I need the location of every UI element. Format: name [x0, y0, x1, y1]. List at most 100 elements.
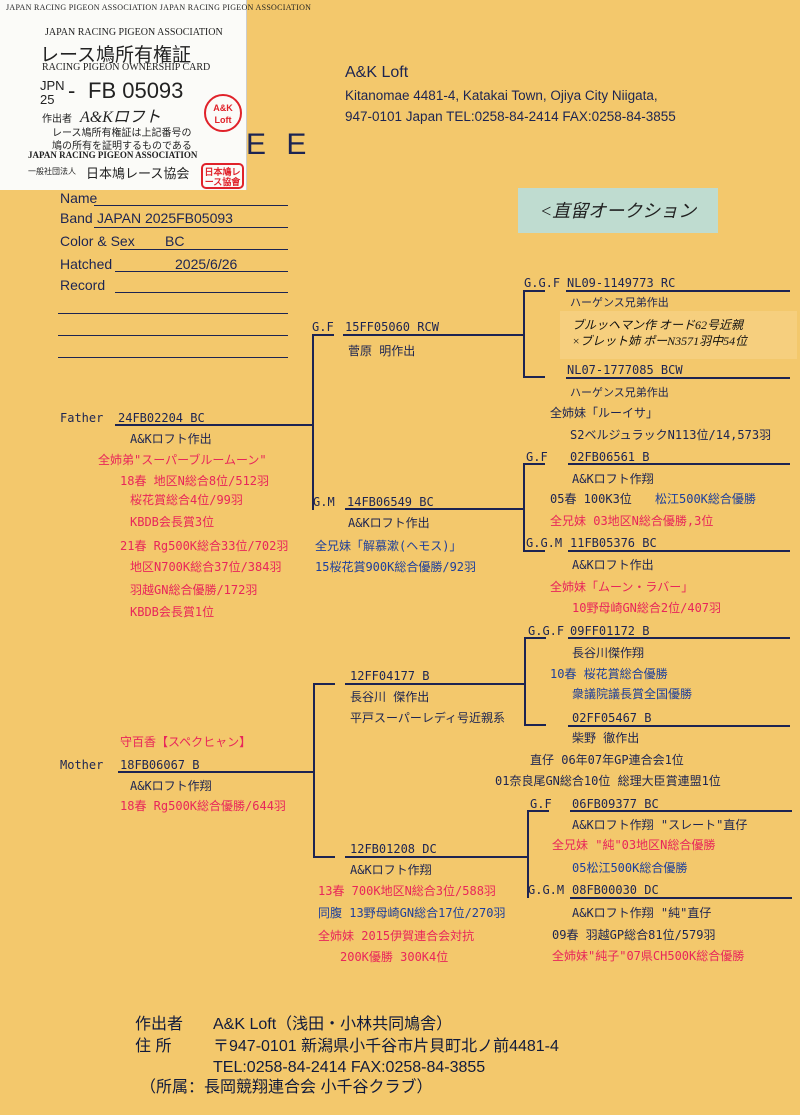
card-dash: -: [68, 78, 76, 103]
footer-phone: TEL:0258-84-2414 FAX:0258-84-3855: [213, 1059, 486, 1076]
card-org-name: 日本鳩レース協会: [86, 167, 190, 182]
loft-address-line1: Kitanomae 4481-4, Katakai Town, Ojiya Ci…: [345, 88, 658, 103]
fm-ggf-line-1: 05春 100K3位: [550, 492, 632, 506]
mf-band: 12FF04177 B: [350, 669, 430, 683]
sticky-note: <直留オークション: [518, 188, 718, 233]
mf-ggf-line-2: 衆議院議長賞全国優勝: [572, 687, 693, 701]
color-underline: [120, 249, 288, 250]
mf-ggm-line-0: 柴野 徹作出: [572, 731, 640, 745]
mf-ggm-line-1: 直仔 06年07年GP連合会1位: [530, 753, 684, 767]
name-label: Name: [60, 190, 98, 206]
mm-ggf-connector: [527, 810, 549, 812]
record-underline: [115, 292, 288, 293]
card-org-prefix: 一般社団法人: [28, 167, 76, 176]
fm-ggm-label: G.G.M: [526, 536, 563, 550]
mf-ggm-connector: [524, 724, 546, 726]
handwritten-note-line2: ×ブレット姉 ポーN3571羽中54位: [572, 334, 748, 348]
father-line-4: KBDB会長賞3位: [130, 515, 215, 529]
father-band: 24FB02204 BC: [118, 411, 205, 425]
ff-ggf-band: NL09-1149773 RC: [567, 276, 676, 290]
ff-line-0: 菅原 明作出: [348, 344, 416, 358]
ff-ggm-line-0: ハーゲンス兄弟作出: [570, 386, 669, 399]
mm-line-3: 全姉妹 2015伊賀連合会対抗: [318, 929, 475, 943]
fm-ggm-line: [568, 550, 790, 552]
hatched-underline: [115, 271, 288, 272]
mf-ggm-band: 02FF05467 B: [572, 711, 652, 725]
mf-connector: [313, 683, 335, 685]
record-line-3: [58, 335, 288, 336]
ff-line: [343, 334, 524, 336]
association-stamp: 日本鳩レース協會: [201, 163, 244, 189]
fm-ggf-line-0: A&Kロフト作翔: [572, 472, 654, 486]
mm-line: [345, 856, 527, 858]
footer-breeder-value: A&K Loft（浅田・小林共同鳩舎）: [213, 1016, 453, 1033]
pedigree-title-partial: E E: [246, 128, 313, 161]
mm-ggm-line: [570, 897, 792, 899]
mother-line-1: 18春 Rg500K総合優勝/644羽: [120, 799, 286, 813]
record-label: Record: [60, 277, 106, 293]
loft-name: A&K Loft: [345, 64, 409, 81]
father-line-8: KBDB会長賞1位: [130, 605, 215, 619]
card-year: 25: [40, 92, 55, 107]
handwritten-note-line1: ブルッヘマン作 オード62号近親: [572, 318, 744, 332]
hatched-value: 2025/6/26: [175, 256, 238, 272]
color-sex-label: Color & Sex: [60, 233, 135, 249]
mf-ggm-line: [568, 725, 790, 727]
ff-band: 15FF05060 RCW: [345, 320, 439, 334]
fm-line-0: A&Kロフト作出: [348, 516, 430, 530]
footer-affiliation: （所属：長岡競翔連合会 小千谷クラブ）: [140, 1079, 433, 1096]
footer-address-value: 〒947-0101 新潟県小千谷市片貝町北ノ前4481-4: [213, 1038, 559, 1055]
mf-ggf-band: 09FF01172 B: [570, 624, 650, 638]
father-line: [115, 424, 313, 426]
ownership-card: JAPAN RACING PIGEON ASSOCIATION JAPAN RA…: [0, 0, 311, 190]
card-assoc-small: JAPAN RACING PIGEON ASSOCIATION: [28, 150, 198, 160]
card-assoc: JAPAN RACING PIGEON ASSOCIATION: [45, 27, 223, 38]
fm-line-1: 全兄妹「解慕漱(ヘモス)」: [315, 539, 462, 553]
ff-ggm-line-2: S2ベルジュラックN113位/14,573羽: [570, 428, 772, 442]
mm-ggm-line-0: A&Kロフト作翔 "純"直仔: [572, 906, 712, 920]
fm-label: G.M: [313, 495, 335, 509]
mother-band: 18FB06067 B: [120, 758, 200, 772]
mother-bracket: [313, 683, 315, 858]
ff-ggf-line: [566, 290, 790, 292]
father-line-6: 地区N700K総合37位/384羽: [130, 560, 282, 574]
mother-name: 守百香【スペクヒャン】: [120, 735, 252, 749]
loft-stamp: A&K Loft: [204, 94, 242, 132]
mother-line: [118, 771, 314, 773]
mm-ggf-label: G.F: [530, 797, 552, 811]
card-note-line1: レース鳩所有権証は上記番号の: [52, 128, 192, 139]
mf-ggf-line-0: 長谷川傑作翔: [572, 646, 645, 660]
mf-bracket: [524, 637, 526, 726]
mm-ggf-band: 06FB09377 BC: [572, 797, 659, 811]
mm-ggm-band: 08FB00030 DC: [572, 883, 659, 897]
ff-bracket: [523, 290, 525, 378]
mf-line-1: 平戸スーパーレディ号近親系: [350, 711, 506, 725]
mf-ggm-line-2: 01奈良尾GN総合10位 総理大臣賞連盟1位: [495, 774, 721, 788]
mm-ggf-line-1: 全兄妹 "純"03地区N総合優勝: [552, 838, 716, 852]
record-line-2: [58, 313, 288, 314]
card-band: FB 05093: [88, 78, 184, 103]
hatched-label: Hatched: [60, 256, 113, 272]
band-underline: [94, 227, 288, 228]
band-value: JAPAN 2025FB05093: [97, 210, 233, 226]
fm-ggm-line-2: 10野母崎GN総合2位/407羽: [572, 601, 722, 615]
ff-ggm-line: [566, 377, 790, 379]
mm-ggm-label: G.G.M: [528, 883, 565, 897]
fm-ggm-line-1: 全姉妹「ムーン・ラバー」: [550, 580, 694, 594]
handwritten-note: ブルッヘマン作 オード62号近親 ×ブレット姉 ポーN3571羽中54位: [560, 311, 797, 359]
father-line-3: 桜花賞総合4位/99羽: [130, 493, 243, 507]
mother-line-0: A&Kロフト作翔: [130, 779, 212, 793]
father-line-5: 21春 Rg500K総合33位/702羽: [120, 539, 289, 553]
mm-band: 12FB01208 DC: [350, 842, 437, 856]
fm-ggf-line-2: 松江500K総合優勝: [655, 492, 756, 506]
father-line-7: 羽越GN総合優勝/172羽: [130, 583, 258, 597]
fm-ggf-line: [568, 463, 790, 465]
loft-address-line2: 947-0101 Japan TEL:0258-84-2414 FAX:0258…: [345, 109, 676, 124]
father-label: Father: [60, 411, 104, 425]
card-breeder-signature: A&Kロフト: [80, 109, 161, 126]
mm-ggf-line-2: 05松江500K総合優勝: [572, 861, 688, 875]
father-bracket: [312, 334, 314, 510]
name-underline: [94, 205, 288, 206]
fm-line: [345, 508, 524, 510]
ff-ggm-connector: [523, 376, 545, 378]
